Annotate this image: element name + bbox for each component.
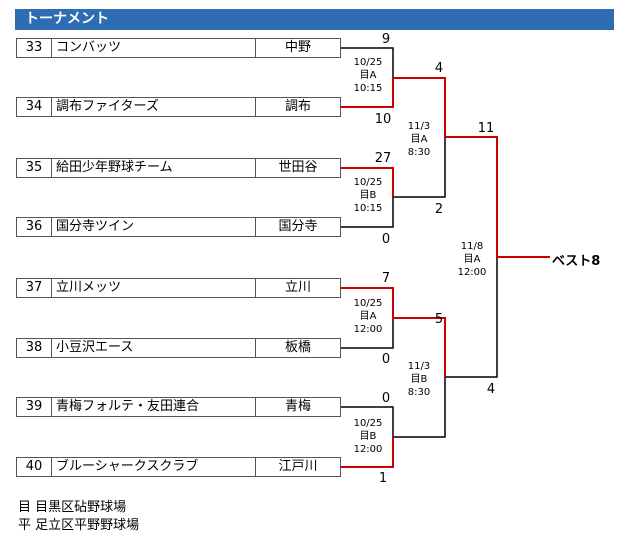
score: 7 — [381, 271, 391, 286]
bracket-line — [341, 47, 394, 78]
team-name: 立川メッツ — [56, 280, 122, 295]
match-info: 10/25 目B 10:15 — [346, 176, 390, 215]
bracket-line — [341, 406, 394, 437]
match-info: 10/25 目B 12:00 — [346, 417, 390, 456]
team-row: 33 コンバッツ 中野 — [16, 38, 341, 58]
team-area: 調布 — [255, 98, 340, 116]
team-number: 36 — [17, 218, 52, 236]
match-time: 8:30 — [407, 387, 431, 398]
match-venue: 目A — [410, 134, 428, 145]
score: 10 — [374, 112, 392, 127]
team-name: コンバッツ — [56, 40, 122, 55]
team-row: 38 小豆沢エース 板橋 — [16, 338, 341, 358]
score: 9 — [381, 32, 391, 47]
team-name: 国分寺ツイン — [56, 219, 135, 234]
match-info: 11/3 目A 8:30 — [397, 120, 441, 159]
match-venue: 目B — [410, 374, 428, 385]
winner-line — [341, 287, 394, 318]
score: 4 — [434, 61, 444, 76]
match-venue: 目A — [359, 70, 377, 81]
team-area: 中野 — [255, 39, 340, 57]
team-number: 34 — [17, 98, 52, 116]
match-venue: 目B — [359, 190, 377, 201]
team-name: 給田少年野球チーム — [56, 160, 173, 175]
match-date: 10/25 — [353, 177, 383, 188]
team-area: 板橋 — [255, 339, 340, 357]
winner-line — [393, 77, 446, 137]
page-title: トーナメント — [15, 9, 614, 30]
team-number: 38 — [17, 339, 52, 357]
score: 1 — [378, 471, 388, 486]
team-number: 39 — [17, 398, 52, 416]
match-info: 10/25 目A 12:00 — [346, 297, 390, 336]
team-area: 国分寺 — [255, 218, 340, 236]
team-name: ブルーシャークスクラブ — [56, 459, 199, 474]
team-area: 青梅 — [255, 398, 340, 416]
legend-mark: 目 — [18, 500, 32, 515]
score: 27 — [374, 151, 392, 166]
team-row: 40 ブルーシャークスクラブ 江戸川 — [16, 457, 341, 477]
match-date: 10/25 — [353, 57, 383, 68]
score: 2 — [434, 202, 444, 217]
match-time: 10:15 — [353, 83, 383, 94]
team-number: 35 — [17, 159, 52, 177]
score: 0 — [381, 232, 391, 247]
team-area: 江戸川 — [255, 458, 340, 476]
match-date: 11/8 — [460, 241, 484, 252]
score: 0 — [381, 391, 391, 406]
legend-item: 目 目黒区砧野球場 — [18, 500, 126, 516]
team-name: 小豆沢エース — [56, 340, 134, 355]
winner-line — [341, 167, 394, 197]
legend-item: 平 足立区平野野球場 — [18, 518, 139, 534]
match-time: 12:00 — [353, 324, 383, 335]
winner-line — [341, 78, 394, 108]
match-info: 10/25 目A 10:15 — [346, 56, 390, 95]
winner-line — [445, 136, 550, 258]
match-venue: 目B — [359, 431, 377, 442]
bracket-line — [445, 257, 498, 378]
team-area: 立川 — [255, 279, 340, 297]
match-info: 11/8 目A 12:00 — [450, 240, 494, 279]
match-time: 10:15 — [353, 203, 383, 214]
winner-line — [393, 317, 446, 377]
team-row: 37 立川メッツ 立川 — [16, 278, 341, 298]
bracket-line — [393, 137, 446, 198]
bracket-line — [341, 197, 394, 228]
team-row: 39 青梅フォルテ・友田連合 青梅 — [16, 397, 341, 417]
team-name: 調布ファイターズ — [56, 99, 159, 114]
match-date: 10/25 — [353, 418, 383, 429]
team-area: 世田谷 — [255, 159, 340, 177]
legend-text: 目黒区砧野球場 — [35, 500, 127, 515]
match-time: 8:30 — [407, 147, 431, 158]
team-name: 青梅フォルテ・友田連合 — [56, 399, 200, 414]
bracket-line — [393, 377, 446, 438]
score: 0 — [381, 352, 391, 367]
match-time: 12:00 — [457, 267, 487, 278]
team-number: 40 — [17, 458, 52, 476]
team-number: 33 — [17, 39, 52, 57]
match-time: 12:00 — [353, 444, 383, 455]
match-date: 11/3 — [407, 121, 431, 132]
legend-text: 足立区平野野球場 — [35, 518, 140, 533]
match-info: 11/3 目B 8:30 — [397, 360, 441, 399]
score: 4 — [486, 382, 496, 397]
score: 5 — [434, 312, 444, 327]
legend-mark: 平 — [18, 518, 32, 533]
match-date: 10/25 — [353, 298, 383, 309]
result-label: ベスト8 — [552, 254, 601, 269]
bracket-line — [341, 318, 394, 349]
match-venue: 目A — [359, 311, 377, 322]
team-row: 35 給田少年野球チーム 世田谷 — [16, 158, 341, 178]
team-number: 37 — [17, 279, 52, 297]
team-row: 36 国分寺ツイン 国分寺 — [16, 217, 341, 237]
score: 11 — [477, 121, 495, 136]
match-venue: 目A — [463, 254, 481, 265]
winner-line — [341, 437, 394, 468]
match-date: 11/3 — [407, 361, 431, 372]
team-row: 34 調布ファイターズ 調布 — [16, 97, 341, 117]
